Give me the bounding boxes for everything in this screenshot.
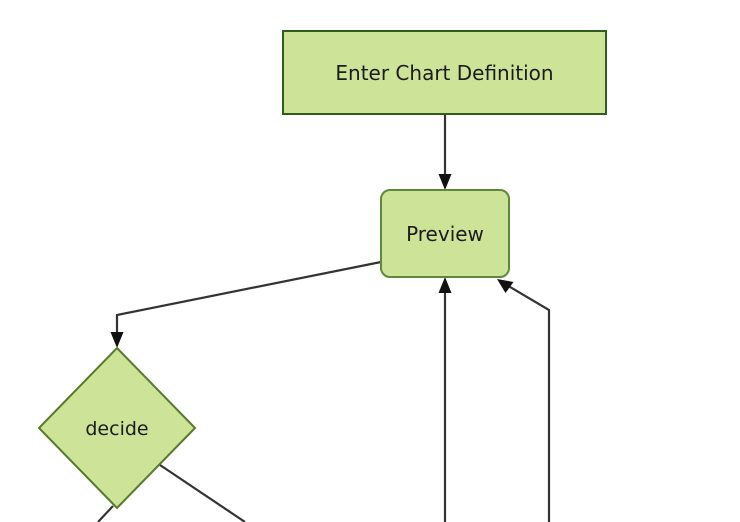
- arrowhead-icon: [497, 279, 514, 293]
- arrowhead-icon: [438, 174, 452, 190]
- node-shape-diamond[interactable]: [37, 346, 197, 510]
- edge-line: [159, 464, 246, 522]
- node-shape-rectangle[interactable]: [282, 30, 607, 115]
- node-shape-rounded-rectangle[interactable]: [380, 189, 510, 278]
- edge-decide-bottom-right: [159, 464, 246, 522]
- edge-line: [97, 505, 114, 522]
- edge-bottom-right-to-preview: [497, 279, 551, 522]
- node-enter-chart-definition[interactable]: Enter Chart Definition: [282, 30, 607, 115]
- edge-bottom-center-to-preview: [438, 277, 452, 522]
- arrowhead-icon: [110, 332, 124, 348]
- edge-decide-bottom-left: [97, 505, 114, 522]
- edge-line: [115, 260, 382, 339]
- node-decide[interactable]: decide: [37, 346, 197, 510]
- node-preview[interactable]: Preview: [380, 189, 510, 278]
- edge-enter-to-preview: [438, 114, 452, 190]
- edge-preview-to-decide: [110, 260, 382, 348]
- edge-line: [504, 283, 551, 522]
- arrowhead-icon: [438, 277, 452, 293]
